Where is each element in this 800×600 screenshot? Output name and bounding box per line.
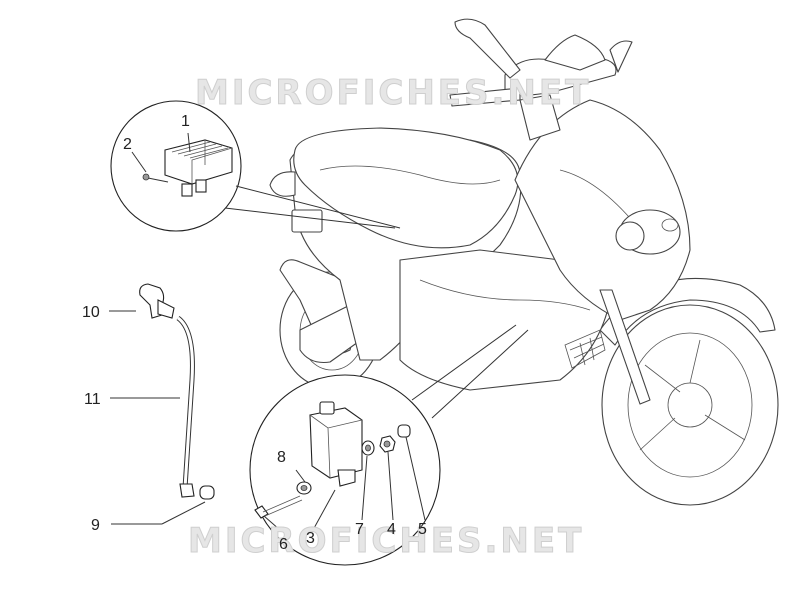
scooter-illustration [269,18,779,506]
callout-3: 3 [306,530,315,547]
washer-part-8 [296,481,312,495]
callout-labels: 1 2 3 4 5 6 7 8 9 10 11 [82,113,427,553]
regulator-detail-callout [110,100,401,232]
watermark-top: MICROFICHES.NET [195,73,591,113]
callout-11: 11 [84,391,101,408]
callout-9: 9 [91,517,100,534]
ht-cable-part-11 [176,315,195,498]
callout-5: 5 [418,521,427,538]
callout-1: 1 [181,113,190,130]
voltage-regulator-part [164,139,233,197]
cap-part-5 [397,424,411,438]
ignition-coil-part [309,401,363,487]
nut-part-4 [379,435,396,453]
leader-lines [109,132,426,531]
cap-part-9 [199,485,215,500]
callout-8: 8 [277,449,286,466]
ht-lead-assembly [139,283,215,500]
screw-part-2 [142,173,169,183]
callout-2: 2 [123,136,132,153]
callout-4: 4 [387,521,396,538]
spark-plug-cap-part-10 [139,283,175,319]
washer-part-7 [361,440,375,456]
bolt-part-6 [254,495,303,519]
watermark-bottom: MICROFICHES.NET [188,521,584,561]
callout-6: 6 [279,536,288,553]
callout-7: 7 [355,521,364,538]
callout-10: 10 [82,304,100,321]
